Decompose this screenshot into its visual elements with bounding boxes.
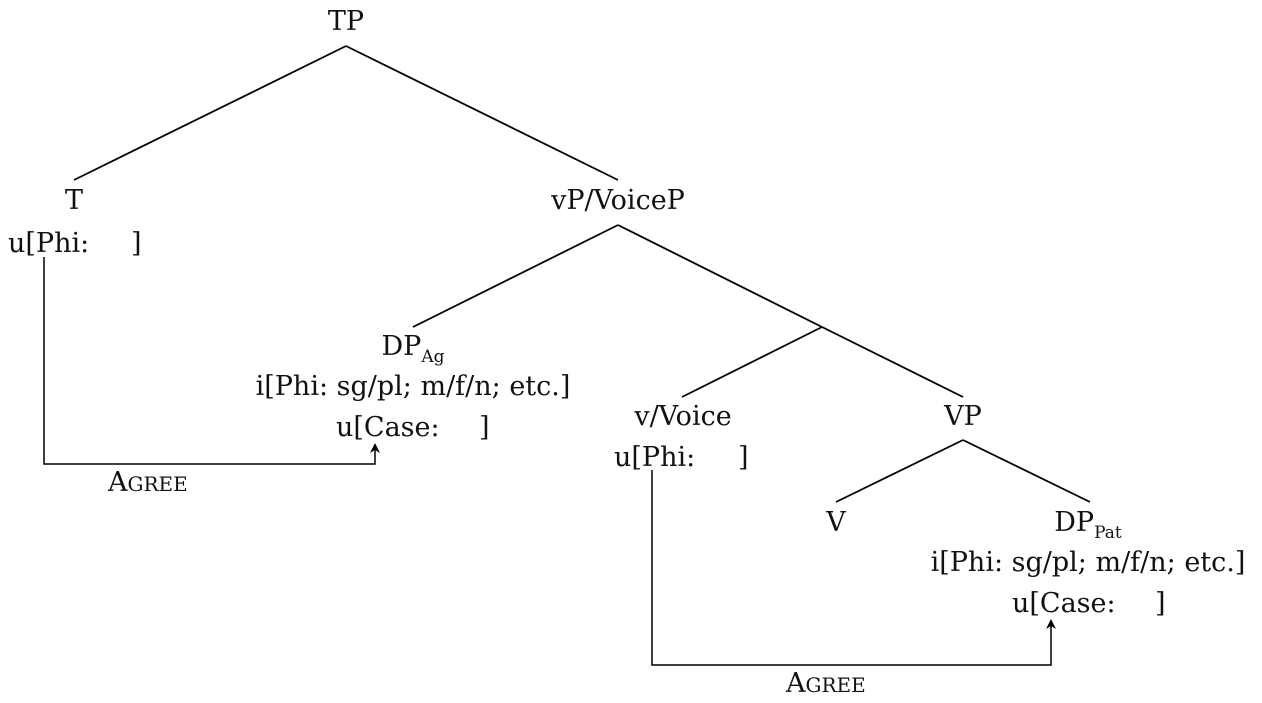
branch-vp-v (835, 439, 964, 503)
branch-tp-t (73, 45, 347, 181)
node-vp-voicep: vP/VoiceP (550, 185, 685, 216)
t-phi-feature-close: ] (131, 228, 142, 259)
dp-pat-phi-feature: i[Phi: sg/pl; m/f/n; etc.] (931, 547, 1246, 578)
agree-label-2: AGREE (785, 668, 866, 699)
dp-ag-case-feature-close: ] (479, 412, 490, 443)
dp-ag-case-feature: u[Case: (336, 412, 440, 443)
node-vp: VP (943, 401, 982, 432)
branch-tp-vpvoicep (345, 45, 619, 181)
v-voice-phi-feature-close: ] (738, 442, 749, 473)
dp-pat-case-feature: u[Case: (1012, 588, 1116, 619)
tree-branches (73, 45, 1091, 503)
node-v: V (825, 507, 846, 538)
agree-label-1: AGREE (107, 467, 188, 498)
dp-ag-label: DP (382, 331, 422, 362)
branch-vbar-vvoice (681, 326, 823, 398)
branch-vpvoicep-vbar (617, 224, 823, 328)
agree-line-vvoice-dppat (651, 470, 1056, 666)
dp-pat-subscript: Pat (1094, 523, 1122, 543)
node-v-voice: v/Voice (633, 401, 731, 432)
node-tp: TP (328, 6, 364, 37)
branch-vpvoicep-dpag (412, 224, 619, 328)
t-phi-feature: u[Phi: (8, 228, 89, 259)
agree-connectors (43, 257, 1056, 666)
node-t: T (65, 185, 83, 216)
dp-pat-case-feature-close: ] (1155, 588, 1166, 619)
branch-vbar-vp (821, 326, 964, 398)
dp-ag-phi-feature: i[Phi: sg/pl; m/f/n; etc.] (256, 371, 571, 402)
agree-line-t-dpag (43, 257, 380, 465)
v-voice-phi-feature: u[Phi: (614, 442, 695, 473)
node-dp-ag: DPAg (382, 331, 445, 367)
dp-ag-subscript: Ag (420, 347, 444, 367)
node-dp-pat: DPPat (1054, 507, 1122, 543)
branch-vp-dppat (962, 439, 1091, 503)
dp-pat-label: DP (1054, 507, 1094, 538)
